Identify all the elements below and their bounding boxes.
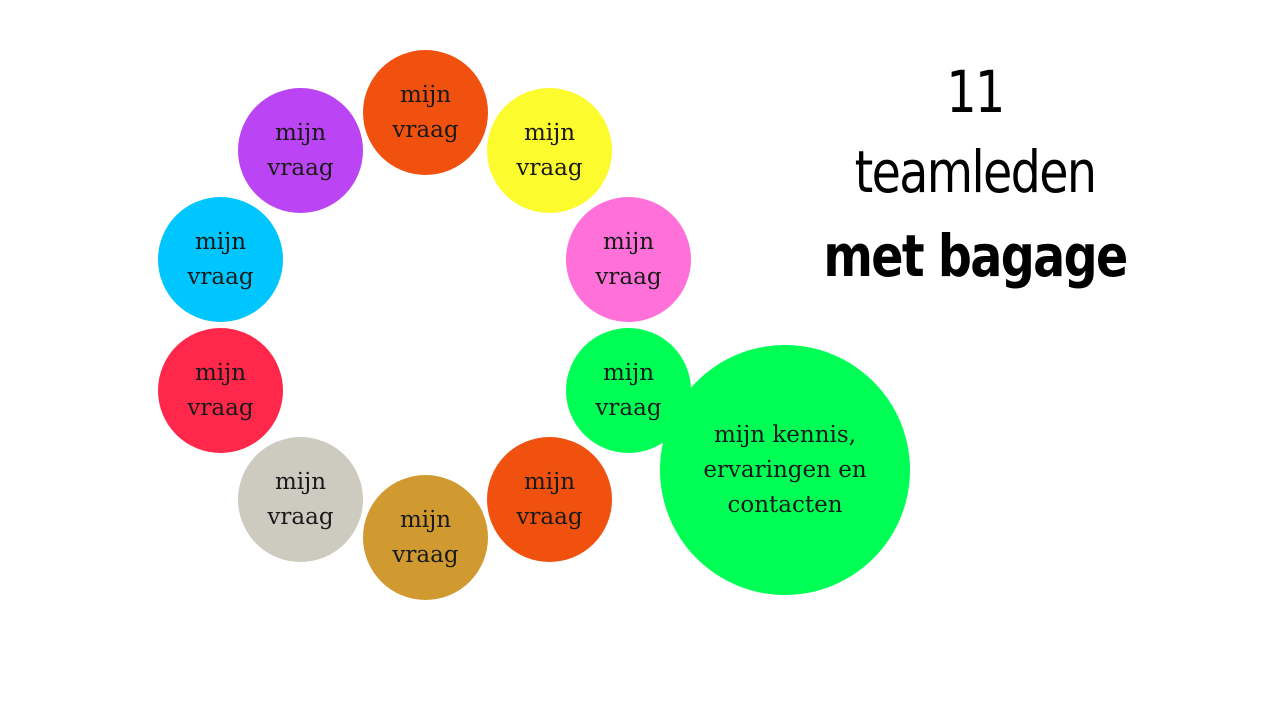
title-line-1: 11 teamleden <box>854 58 1097 206</box>
center-bubble: mijn kennis, ervaringen en contacten <box>660 345 910 595</box>
bubble-red: mijn vraag <box>158 328 283 453</box>
bubble-label: mijn vraag <box>595 228 662 290</box>
bubble-grey: mijn vraag <box>238 437 363 562</box>
bubble-label: mijn vraag <box>516 468 583 530</box>
bubble-label: mijn vraag <box>187 228 254 290</box>
page-title: 11 teamleden met bagage <box>790 52 1160 300</box>
bubble-label: mijn vraag <box>267 468 334 530</box>
bubble-label: mijn vraag <box>595 359 662 421</box>
bubble-green: mijn vraag <box>566 328 691 453</box>
center-bubble-label: mijn kennis, ervaringen en contacten <box>703 421 867 518</box>
bubble-blue: mijn vraag <box>158 197 283 322</box>
bubble-orange-bottom: mijn vraag <box>487 437 612 562</box>
bubble-label: mijn vraag <box>187 359 254 421</box>
bubble-purple: mijn vraag <box>238 88 363 213</box>
bubble-gold: mijn vraag <box>363 475 488 600</box>
bubble-pink: mijn vraag <box>566 197 691 322</box>
bubble-orange-top: mijn vraag <box>363 50 488 175</box>
bubble-yellow: mijn vraag <box>487 88 612 213</box>
bubble-label: mijn vraag <box>392 81 459 143</box>
bubble-label: mijn vraag <box>392 506 459 568</box>
title-line-2: met bagage <box>823 222 1128 290</box>
bubble-label: mijn vraag <box>516 119 583 181</box>
bubble-label: mijn vraag <box>267 119 334 181</box>
